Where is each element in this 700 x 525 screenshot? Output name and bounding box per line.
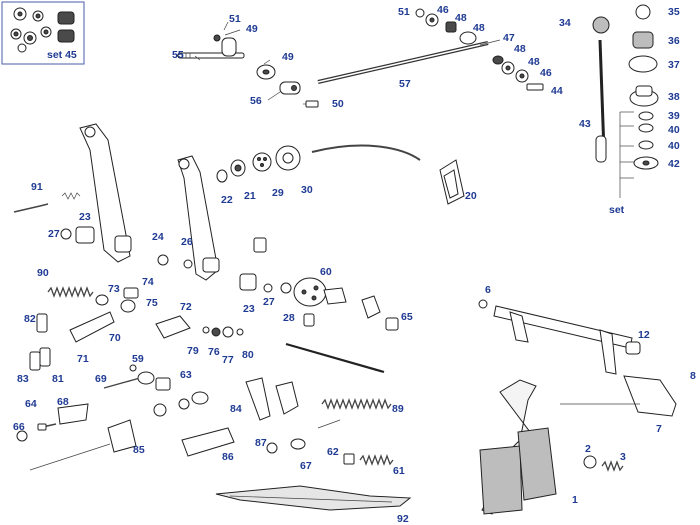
label-83: 83	[17, 373, 29, 385]
label-64: 64	[25, 398, 37, 410]
label-20: 20	[465, 190, 477, 202]
label-90: 90	[37, 267, 49, 279]
springs-left: 90	[13, 192, 94, 298]
label-49b: 49	[282, 51, 294, 63]
label-70: 70	[109, 332, 121, 344]
label-84: 84	[230, 403, 242, 415]
label-80: 80	[242, 349, 254, 361]
label-74: 74	[142, 276, 154, 288]
label-12: 12	[638, 329, 650, 341]
gear-lever-assembly: 34 35 36 37 38 39 40 40 42 43 set	[559, 4, 680, 216]
set-45-inset: set 45	[1, 1, 85, 65]
label-35: 35	[668, 6, 680, 18]
label-51a: 51	[229, 13, 241, 25]
label-23b: 23	[243, 303, 255, 315]
label-6: 6	[485, 284, 491, 296]
label-66: 66	[13, 421, 25, 433]
label-27a: 27	[48, 228, 60, 240]
label-46a: 46	[437, 4, 449, 16]
cluster-center: 72 79 76 77 80 23 27 28 60 65	[155, 266, 413, 374]
label-49a: 49	[246, 23, 258, 35]
label-56: 56	[250, 95, 262, 107]
label-37: 37	[668, 59, 680, 71]
label-62: 62	[327, 446, 339, 458]
label-40b: 40	[668, 140, 680, 152]
label-44: 44	[551, 85, 563, 97]
label-82: 82	[24, 313, 36, 325]
middle-parts: 22 21 29 30 20 91 23 27 24 26	[31, 144, 477, 269]
label-46b: 46	[540, 67, 552, 79]
label-48a: 48	[455, 12, 467, 24]
label-27b: 27	[263, 296, 275, 308]
label-76: 76	[208, 346, 220, 358]
label-7: 7	[656, 423, 662, 435]
label-73: 73	[108, 283, 120, 295]
label-60: 60	[320, 266, 332, 278]
label-29: 29	[272, 187, 284, 199]
label-28: 28	[283, 312, 295, 324]
cluster-lower-left: 59 69 63 64 68 66 85 86 84 87 67	[13, 353, 341, 472]
label-set-45: set 45	[47, 49, 77, 61]
label-57: 57	[399, 78, 411, 90]
label-92: 92	[397, 513, 409, 525]
pedal-arms	[79, 123, 267, 281]
pedal-shaft-assembly: 6 12 8 7 2 3 1	[478, 284, 696, 515]
label-38: 38	[668, 91, 680, 103]
left-top-linkage: 51 49 55 49 56 50	[172, 13, 344, 110]
label-48d: 48	[528, 56, 540, 68]
set-45-frame	[1, 1, 85, 65]
label-39: 39	[668, 110, 680, 122]
label-91: 91	[31, 181, 43, 193]
label-79: 79	[187, 345, 199, 357]
label-77: 77	[222, 354, 234, 366]
label-67: 67	[300, 460, 312, 472]
label-2: 2	[585, 443, 591, 455]
label-40a: 40	[668, 124, 680, 136]
label-55: 55	[172, 49, 184, 61]
label-72: 72	[180, 301, 192, 313]
label-71: 71	[77, 353, 89, 365]
label-1: 1	[572, 494, 578, 506]
label-75: 75	[146, 297, 158, 309]
cluster-70-75: 82 83 81 71 70 73 74 75	[17, 276, 158, 385]
label-22: 22	[221, 194, 233, 206]
label-3: 3	[620, 451, 626, 463]
label-34: 34	[559, 17, 571, 29]
label-26: 26	[181, 236, 193, 248]
label-86: 86	[222, 451, 234, 463]
label-68: 68	[57, 396, 69, 408]
label-85: 85	[133, 444, 145, 456]
label-50: 50	[332, 98, 344, 110]
label-24: 24	[152, 231, 164, 243]
label-48c: 48	[514, 43, 526, 55]
label-36: 36	[668, 35, 680, 47]
label-65: 65	[401, 311, 413, 323]
label-69: 69	[95, 373, 107, 385]
springs-right: 89 62 61 92	[215, 398, 412, 525]
label-63: 63	[180, 369, 192, 381]
label-43: 43	[579, 118, 591, 130]
label-set: set	[609, 204, 625, 216]
label-59: 59	[132, 353, 144, 365]
label-51b: 51	[398, 6, 410, 18]
label-89: 89	[392, 403, 404, 415]
label-42: 42	[668, 158, 680, 170]
rod-57-assembly: 51 46 48 48 47 48 48 46 44 57	[317, 4, 563, 97]
label-61: 61	[393, 465, 405, 477]
label-87: 87	[255, 437, 267, 449]
label-81: 81	[52, 373, 64, 385]
label-47: 47	[503, 32, 515, 44]
label-8: 8	[690, 370, 696, 382]
label-48b: 48	[473, 22, 485, 34]
label-30: 30	[301, 184, 313, 196]
label-21: 21	[244, 190, 256, 202]
label-23a: 23	[79, 211, 91, 223]
